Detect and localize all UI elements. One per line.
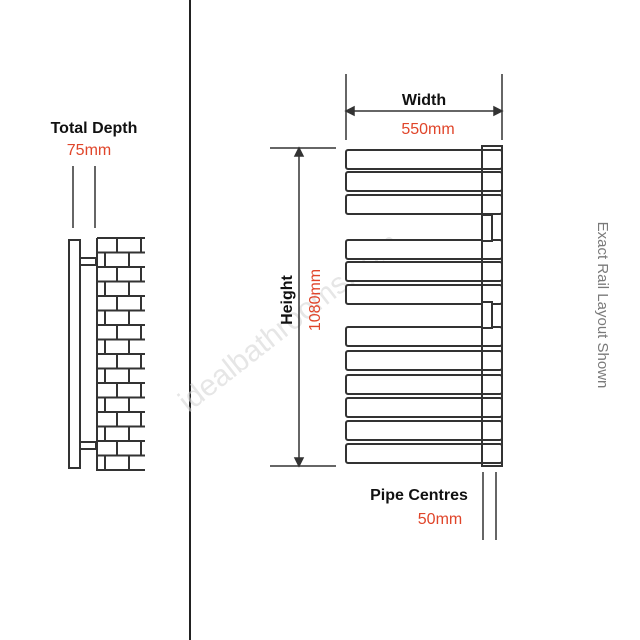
radiator-rail [345,326,503,347]
radiator-rail [345,397,503,418]
height-dimension [270,146,336,468]
radiator-rail [345,420,503,441]
radiator-side-profile [68,239,97,469]
radiator-rail [345,350,503,371]
pipe-centres-value: 50mm [418,511,462,528]
brick-wall [96,237,145,471]
width-dimension [344,74,504,140]
pipe-centres-dimension [482,472,497,540]
height-label: Height [279,274,296,324]
depth-label: Total Depth [51,120,138,137]
width-value: 550mm [401,121,454,138]
radiator-rail [345,194,503,215]
depth-dimension [72,166,96,228]
radiator-rail [345,374,503,395]
radiator-rail [345,261,503,282]
rail-layout-note: Exact Rail Layout Shown [594,222,611,389]
radiator-rail [345,149,503,170]
width-label: Width [402,92,446,109]
radiator-rail [345,443,503,464]
radiator-pipe [481,145,503,467]
radiator-rail [345,284,503,305]
pipe-centres-label: Pipe Centres [370,487,468,504]
height-value: 1080mm [307,269,324,331]
radiator-front-rails [345,149,503,464]
depth-value: 75mm [67,142,111,159]
radiator-rail [345,239,503,260]
radiator-rail [345,171,503,192]
